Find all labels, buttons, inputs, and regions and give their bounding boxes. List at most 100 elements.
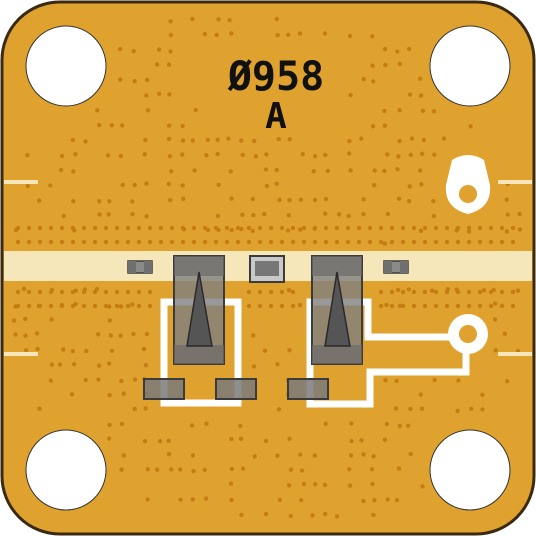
via bbox=[384, 421, 390, 427]
via bbox=[37, 289, 43, 295]
via bbox=[166, 452, 172, 457]
via bbox=[323, 421, 328, 426]
via bbox=[229, 31, 234, 36]
diode-left-cap-top bbox=[174, 256, 224, 276]
via bbox=[240, 152, 245, 158]
via bbox=[203, 496, 209, 501]
via bbox=[92, 303, 98, 309]
smd-center-inner bbox=[255, 261, 279, 276]
via bbox=[334, 239, 340, 245]
via bbox=[394, 498, 400, 503]
via bbox=[83, 139, 88, 144]
via bbox=[229, 466, 234, 471]
via bbox=[517, 227, 523, 232]
via bbox=[34, 331, 40, 336]
via bbox=[456, 378, 461, 383]
via bbox=[48, 303, 54, 309]
via bbox=[396, 196, 402, 201]
via bbox=[145, 77, 150, 83]
via bbox=[466, 229, 472, 234]
via bbox=[372, 498, 377, 503]
via bbox=[145, 497, 150, 502]
via bbox=[108, 333, 114, 338]
via bbox=[397, 108, 402, 113]
via bbox=[466, 225, 472, 231]
via bbox=[228, 169, 233, 174]
via bbox=[288, 513, 293, 519]
ground-stub-left-top bbox=[4, 180, 38, 184]
via bbox=[114, 239, 120, 245]
via bbox=[345, 225, 351, 231]
via bbox=[26, 289, 32, 295]
via bbox=[37, 406, 42, 411]
via bbox=[119, 467, 124, 472]
via bbox=[300, 152, 305, 157]
via bbox=[190, 138, 195, 143]
via-field bbox=[11, 16, 523, 519]
via bbox=[334, 514, 340, 519]
via bbox=[406, 46, 412, 52]
via bbox=[347, 467, 352, 472]
bias-loop-right bbox=[306, 298, 470, 408]
via bbox=[411, 225, 417, 231]
via bbox=[370, 124, 376, 129]
via bbox=[214, 32, 219, 38]
via bbox=[96, 363, 102, 368]
diode-left-cap-bottom bbox=[174, 345, 224, 364]
via bbox=[130, 199, 135, 204]
via bbox=[268, 225, 274, 231]
via bbox=[216, 182, 221, 187]
via bbox=[510, 303, 516, 309]
via bbox=[286, 213, 291, 218]
via bbox=[23, 316, 28, 322]
via bbox=[409, 136, 415, 141]
via bbox=[323, 211, 328, 216]
via bbox=[347, 483, 353, 488]
via bbox=[276, 136, 281, 142]
via bbox=[81, 225, 87, 231]
via bbox=[311, 169, 316, 174]
via bbox=[275, 453, 280, 458]
via bbox=[109, 123, 115, 128]
via bbox=[455, 303, 461, 309]
part-number-label: Ø958 bbox=[227, 54, 324, 100]
ground-stub-right-bottom bbox=[498, 352, 532, 356]
via bbox=[312, 154, 318, 159]
via bbox=[286, 288, 292, 293]
via bbox=[119, 421, 125, 427]
via bbox=[142, 439, 148, 444]
via bbox=[70, 289, 76, 295]
via bbox=[48, 378, 54, 383]
via bbox=[191, 225, 197, 231]
via bbox=[322, 482, 328, 488]
via bbox=[347, 33, 353, 39]
via bbox=[70, 137, 76, 143]
via bbox=[204, 153, 209, 158]
via bbox=[131, 49, 136, 54]
via bbox=[169, 225, 175, 231]
via bbox=[432, 152, 437, 157]
via bbox=[189, 423, 195, 428]
via bbox=[298, 197, 303, 202]
via bbox=[168, 197, 173, 203]
via bbox=[92, 239, 98, 245]
via bbox=[499, 239, 505, 245]
via bbox=[397, 423, 402, 429]
via bbox=[106, 212, 111, 217]
via bbox=[433, 303, 439, 309]
via bbox=[59, 239, 65, 245]
triangle-diode-icon bbox=[324, 271, 351, 347]
triangle-diode-icon bbox=[186, 271, 213, 347]
via bbox=[59, 303, 65, 309]
via bbox=[510, 289, 516, 295]
via bbox=[389, 225, 395, 231]
via bbox=[407, 92, 413, 97]
via bbox=[96, 377, 101, 382]
via bbox=[181, 196, 186, 201]
mounting-hole-top-left bbox=[25, 25, 107, 107]
via bbox=[178, 497, 183, 502]
via bbox=[61, 347, 66, 352]
via bbox=[15, 289, 21, 295]
via bbox=[180, 123, 185, 129]
